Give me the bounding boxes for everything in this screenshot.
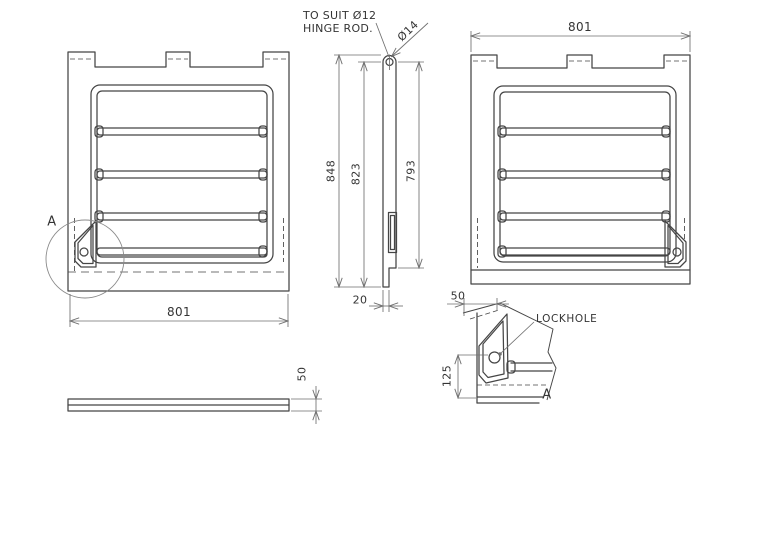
front-view — [45, 51, 290, 327]
hinge-rod-note-line1: TO SUIT Ø12 — [303, 9, 377, 22]
dim-detail-width: 50 — [450, 289, 466, 303]
dim-thickness-20: 20 — [352, 293, 368, 307]
dim-back-width: 801 — [567, 20, 593, 34]
dim-body-height: 823 — [349, 162, 363, 186]
dim-face-height: 793 — [404, 159, 418, 183]
dim-plan-thickness: 50 — [295, 366, 309, 382]
lockhole-label: LOCKHOLE — [536, 313, 598, 325]
detail-view-a — [447, 298, 557, 404]
side-view — [334, 22, 429, 312]
dim-total-height: 848 — [324, 159, 338, 183]
back-view — [471, 31, 690, 285]
dim-detail-height: 125 — [440, 364, 454, 388]
dim-front-width: 801 — [166, 305, 192, 319]
plan-view — [67, 386, 322, 424]
detail-ref-label: A — [47, 214, 57, 230]
hinge-rod-note-line2: HINGE ROD. — [303, 22, 373, 35]
detail-view-label: A — [542, 387, 552, 403]
hinge-rod-note: TO SUIT Ø12 HINGE ROD. — [303, 9, 376, 35]
